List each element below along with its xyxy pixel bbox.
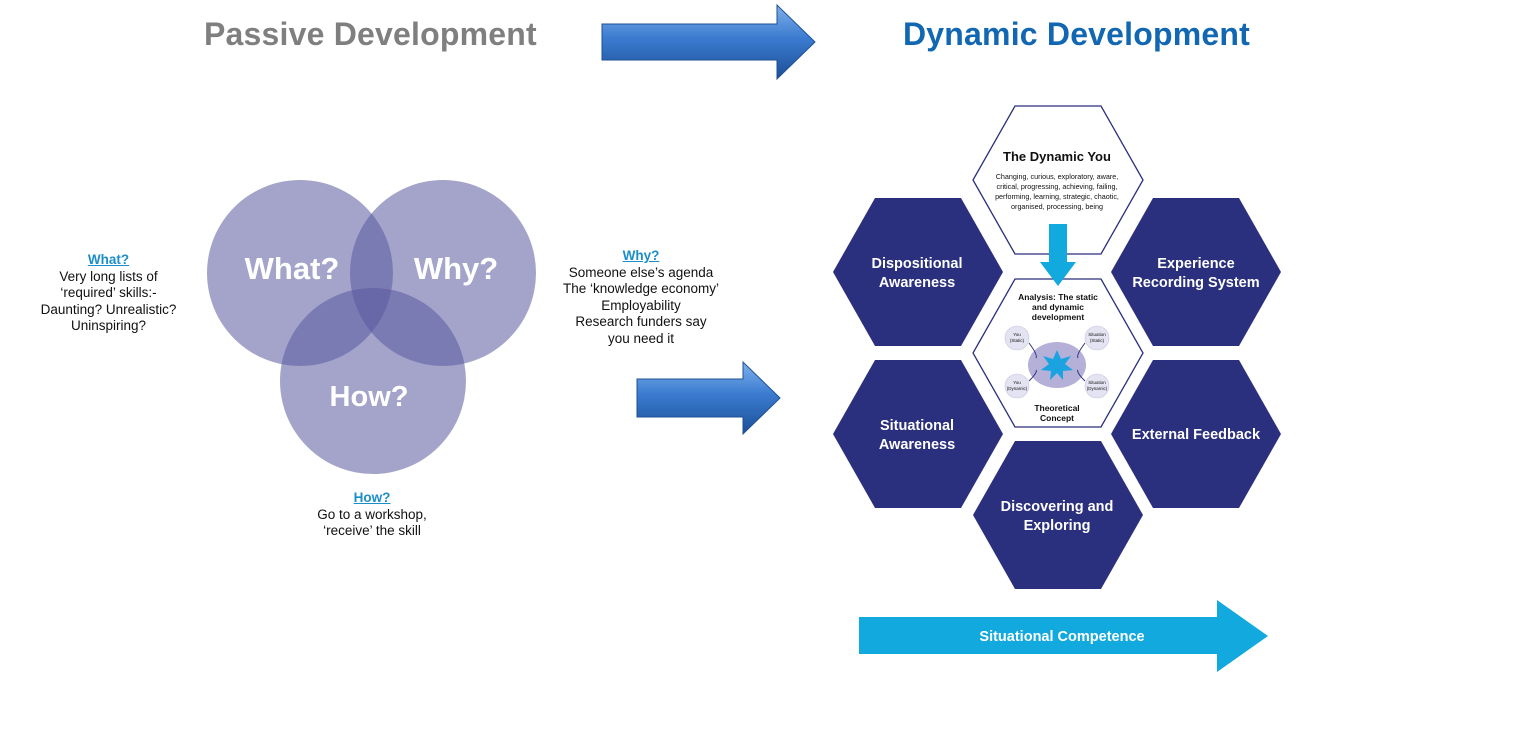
node-you-dynamic-label-1: You <box>1013 380 1021 385</box>
venn-diagram: What? Why? How? <box>207 180 536 474</box>
note-what-line-1: Very long lists of <box>59 268 158 284</box>
static-dynamic-mini-diagram: You (Static) Situation (Static) You (Dyn… <box>1004 325 1110 399</box>
hex-external-feedback <box>1111 360 1281 508</box>
note-what: What? Very long lists of ‘required’ skil… <box>36 252 181 335</box>
node-situation-dynamic-label-2: (Dynamic) <box>1087 386 1108 391</box>
note-how-line-1: Go to a workshop, <box>317 506 427 522</box>
hex-experience-recording <box>1111 198 1281 346</box>
node-situation-dynamic-label-1: Situation <box>1088 380 1106 385</box>
experience-label-1: Experience <box>1157 256 1234 272</box>
node-you-dynamic <box>1004 373 1030 399</box>
analysis-title-1: Analysis: The static <box>1018 292 1098 302</box>
experience-label-2: Recording System <box>1132 275 1259 291</box>
analysis-title-3: development <box>1032 312 1085 322</box>
note-how-line-2: ‘receive’ the skill <box>323 523 421 538</box>
venn-label-how: How? <box>330 381 409 413</box>
dynamic-you-line-1: Changing, curious, exploratory, aware, <box>996 172 1119 181</box>
note-what-line-2: ‘required’ skills:- <box>60 285 157 300</box>
discovering-label-2: Exploring <box>1024 518 1091 534</box>
dispositional-label-2: Awareness <box>879 275 955 291</box>
dynamic-you-down-arrow <box>1040 224 1076 286</box>
dynamic-you-line-4: organised, processing, being <box>1011 202 1103 211</box>
node-you-dynamic-label-2: (Dynamic) <box>1007 386 1028 391</box>
note-what-heading: What? <box>87 252 130 267</box>
top-transition-arrow <box>601 3 816 81</box>
situational-competence-arrow <box>859 600 1268 672</box>
curve-arrow-bottom-right <box>1077 369 1086 382</box>
middle-transition-arrow <box>636 360 781 436</box>
curve-arrow-bottom-left <box>1028 369 1037 382</box>
note-what-line-3: Daunting? Unrealistic? <box>40 301 177 317</box>
note-why-line-3: Employability <box>601 297 681 313</box>
external-feedback-label: External Feedback <box>1132 427 1261 443</box>
venn-circle-how <box>280 288 466 474</box>
hex-discovering-exploring <box>973 441 1143 589</box>
dynamic-you-title: The Dynamic You <box>1003 149 1111 164</box>
node-situation-static <box>1084 325 1110 351</box>
hex-situational-awareness <box>833 360 1003 508</box>
hex-dynamic-you <box>972 105 1144 255</box>
hexagon-cluster: The Dynamic You Changing, curious, explo… <box>833 105 1281 589</box>
situational-label-1: Situational <box>880 418 954 434</box>
situational-label-2: Awareness <box>879 437 955 453</box>
curve-arrow-top-left <box>1028 342 1037 359</box>
analysis-title-2: and dynamic <box>1032 302 1084 312</box>
venn-label-what: What? <box>245 251 340 286</box>
discovering-label-1: Discovering and <box>1001 499 1114 515</box>
central-burst-icon <box>1041 350 1073 380</box>
node-situation-dynamic <box>1084 373 1110 399</box>
note-why-line-2: The ‘knowledge economy’ <box>562 281 720 296</box>
node-you-static-label-2: (Static) <box>1010 338 1025 343</box>
node-you-static <box>1004 325 1030 351</box>
dispositional-label-1: Dispositional <box>871 256 962 272</box>
node-you-static-label-1: You <box>1013 332 1021 337</box>
node-situation-static-label-2: (Static) <box>1090 338 1105 343</box>
hex-dispositional-awareness <box>833 198 1003 346</box>
note-why-heading: Why? <box>622 248 660 263</box>
note-how-heading: How? <box>353 490 391 505</box>
note-what-line-4: Uninspiring? <box>70 318 147 333</box>
situational-competence-label: Situational Competence <box>979 629 1144 645</box>
dynamic-you-line-2: critical, progressing, achieving, failin… <box>996 182 1117 191</box>
note-how: How? Go to a workshop, ‘receive’ the ski… <box>302 490 442 540</box>
curve-arrow-top-right <box>1077 342 1086 359</box>
concept-label-2: Concept <box>1040 413 1074 423</box>
venn-label-why: Why? <box>414 251 498 286</box>
dynamic-development-title: Dynamic Development <box>903 16 1251 52</box>
note-why-line-1: Someone else’s agenda <box>568 264 714 280</box>
node-situation-static-label-1: Situation <box>1088 332 1106 337</box>
dynamic-you-line-3: performing, learning, strategic, chaotic… <box>995 192 1119 201</box>
passive-development-title: Passive Development <box>204 16 537 52</box>
concept-label-1: Theoretical <box>1034 403 1079 413</box>
note-why: Why? Someone else’s agenda The ‘knowledg… <box>560 248 722 347</box>
note-why-line-5: you need it <box>607 330 675 346</box>
note-why-line-4: Research funders say <box>575 314 707 329</box>
